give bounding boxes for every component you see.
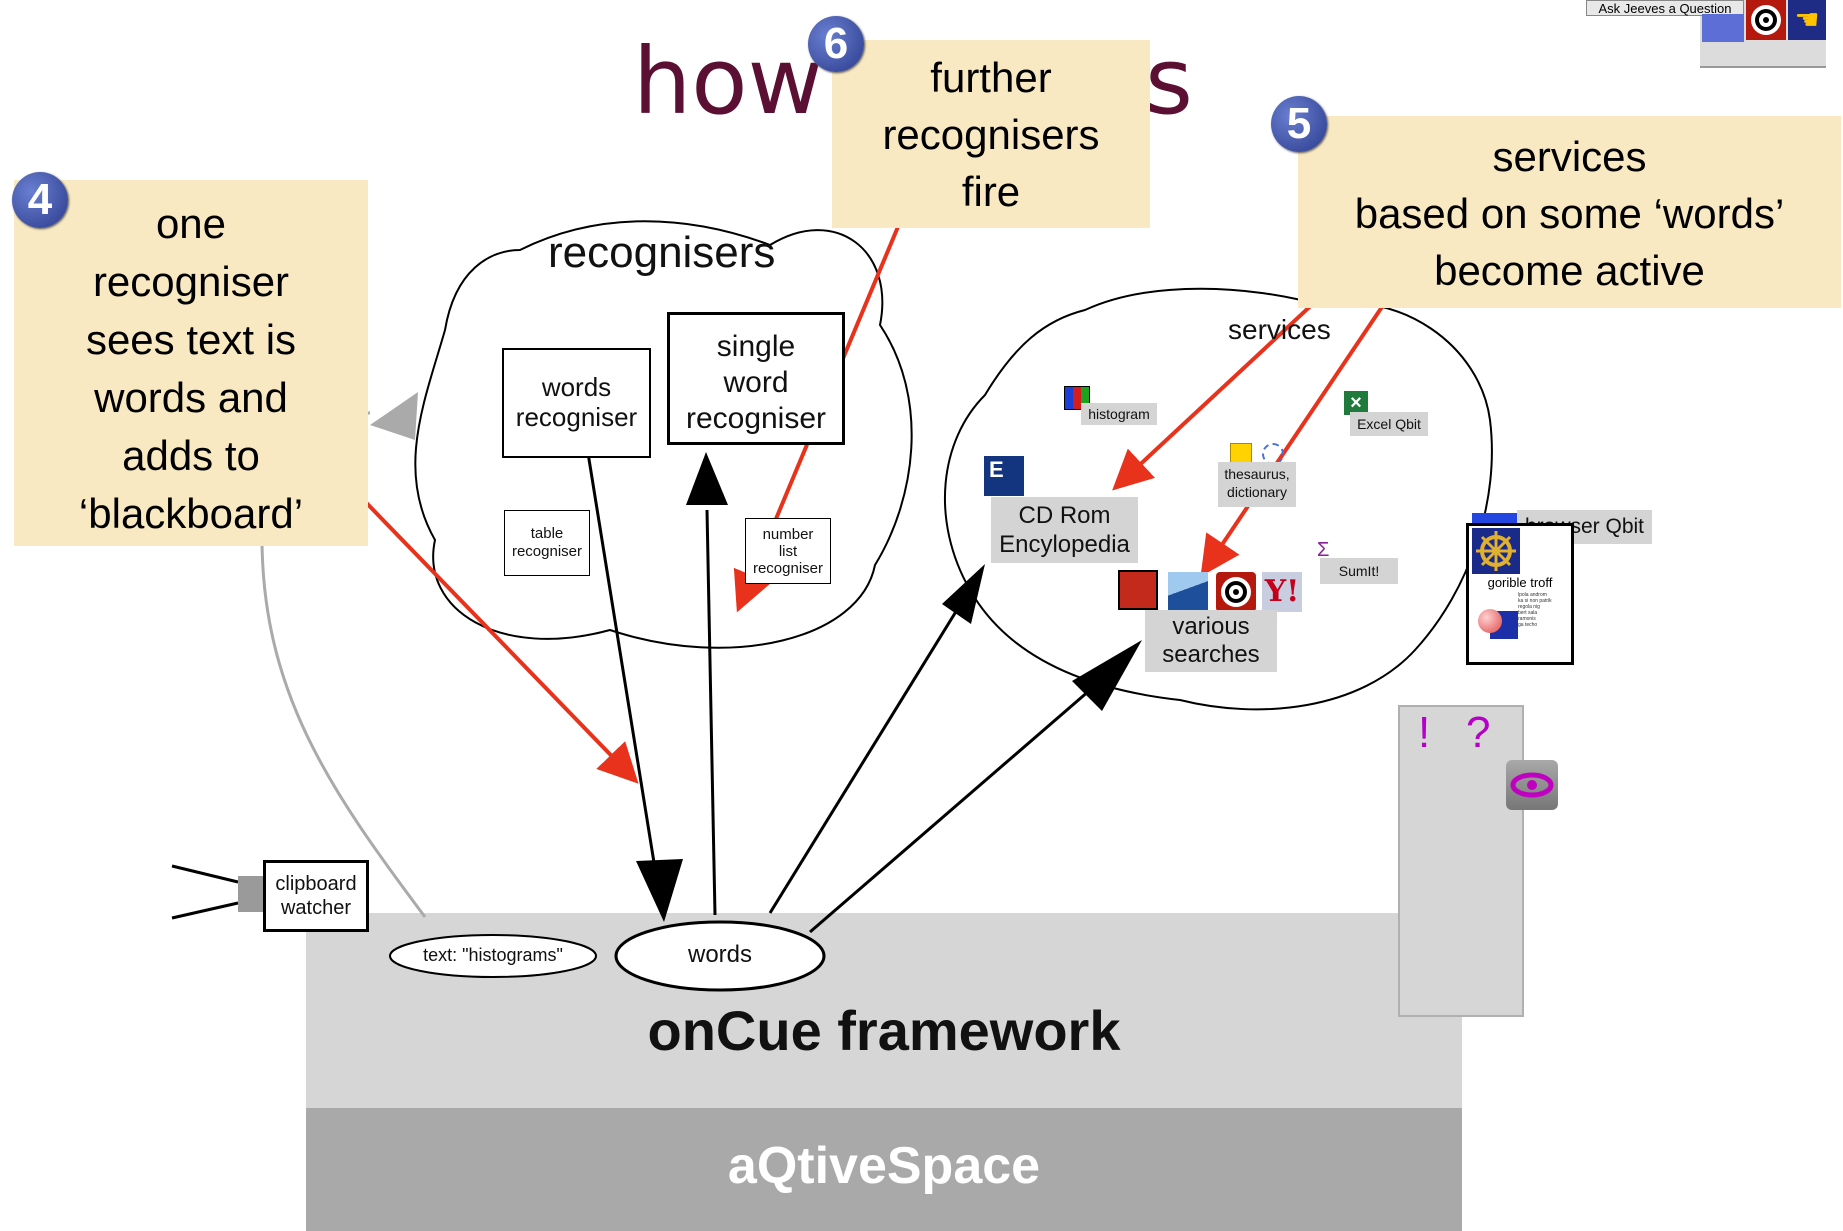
- callout-four: one recogniser sees text is words and ad…: [14, 180, 368, 546]
- eye-icon[interactable]: [1506, 760, 1558, 810]
- top-target-icon[interactable]: [1746, 0, 1786, 40]
- jeeves-face-icon[interactable]: [1118, 570, 1158, 610]
- excel-icon[interactable]: ×: [1344, 391, 1368, 415]
- browser-shapes-icon: [1478, 605, 1520, 643]
- arrow-words-to-searches: [809, 688, 1091, 934]
- side-panel: [1398, 705, 1524, 1017]
- title-left: how: [633, 28, 823, 135]
- feedback-arrowhead: [370, 392, 418, 440]
- ship-wheel-icon: [1472, 528, 1520, 574]
- aqtivespace-label: aQtiveSpace: [727, 1137, 1041, 1195]
- words-recogniser-box[interactable]: words recogniser: [502, 348, 651, 458]
- histogram-label[interactable]: histogram: [1081, 403, 1157, 425]
- badge-four: 4: [12, 172, 68, 228]
- recognisers-label: recognisers: [548, 228, 776, 277]
- badge-five: 5: [1271, 96, 1327, 152]
- cd-rom-encyclopedia-label[interactable]: CD Rom Encylopedia: [991, 497, 1138, 563]
- encyclopedia-icon[interactable]: E: [984, 456, 1024, 496]
- callout-six: further recognisers fire: [832, 40, 1150, 228]
- words-token-ellipse: [614, 920, 826, 992]
- goribble-body: lpola androm ka si non patrik regola nig…: [1518, 592, 1552, 628]
- thesaurus-label[interactable]: thesaurus, dictionary: [1218, 462, 1296, 507]
- badge-six: 6: [808, 16, 864, 72]
- clipboard-watcher-box[interactable]: clipboard watcher: [263, 860, 369, 932]
- ask-jeeves-icon[interactable]: [1702, 14, 1744, 42]
- table-recogniser-box[interactable]: table recogniser: [504, 510, 590, 576]
- exclaim-icon[interactable]: !: [1418, 708, 1431, 757]
- red-arrow-five-searches: [1200, 293, 1392, 577]
- red-arrow-four: [318, 453, 639, 784]
- words-token-label: words: [687, 941, 753, 968]
- text-token-ellipse: [389, 934, 597, 978]
- text-token-label: text: "histograms": [423, 945, 563, 965]
- arrow-words-recogniser-to-words: [586, 452, 663, 907]
- services-label: services: [1228, 314, 1331, 345]
- arrow-words-to-single-word: [705, 509, 717, 916]
- question-icon[interactable]: ?: [1466, 708, 1491, 757]
- yahoo-icon[interactable]: Y!: [1262, 572, 1302, 612]
- sumit-label[interactable]: SumIt!: [1320, 558, 1398, 584]
- title-right: s: [1145, 28, 1193, 135]
- clipboard-plug: [238, 876, 264, 912]
- various-searches-label[interactable]: various searches: [1145, 610, 1277, 672]
- oncue-label: onCue framework: [647, 999, 1121, 1062]
- number-list-recogniser-box[interactable]: number list recogniser: [745, 518, 831, 584]
- sum-icon[interactable]: Σ: [1317, 539, 1330, 561]
- arrow-words-to-cdrom: [768, 604, 962, 914]
- excel-qbit-label[interactable]: Excel Qbit: [1350, 412, 1428, 436]
- ask-jeeves-label[interactable]: Ask Jeeves a Question: [1586, 0, 1744, 16]
- single-word-recogniser-box[interactable]: single word recogniser: [667, 312, 845, 445]
- mountain-icon[interactable]: [1168, 572, 1208, 610]
- top-hand-icon[interactable]: ☚: [1788, 0, 1826, 40]
- goribble-title: gorible troff: [1487, 575, 1553, 590]
- aqtivespace-layer: [306, 1108, 1462, 1231]
- target-icon[interactable]: [1216, 572, 1256, 612]
- callout-five: services based on some ‘words’ become ac…: [1298, 116, 1841, 308]
